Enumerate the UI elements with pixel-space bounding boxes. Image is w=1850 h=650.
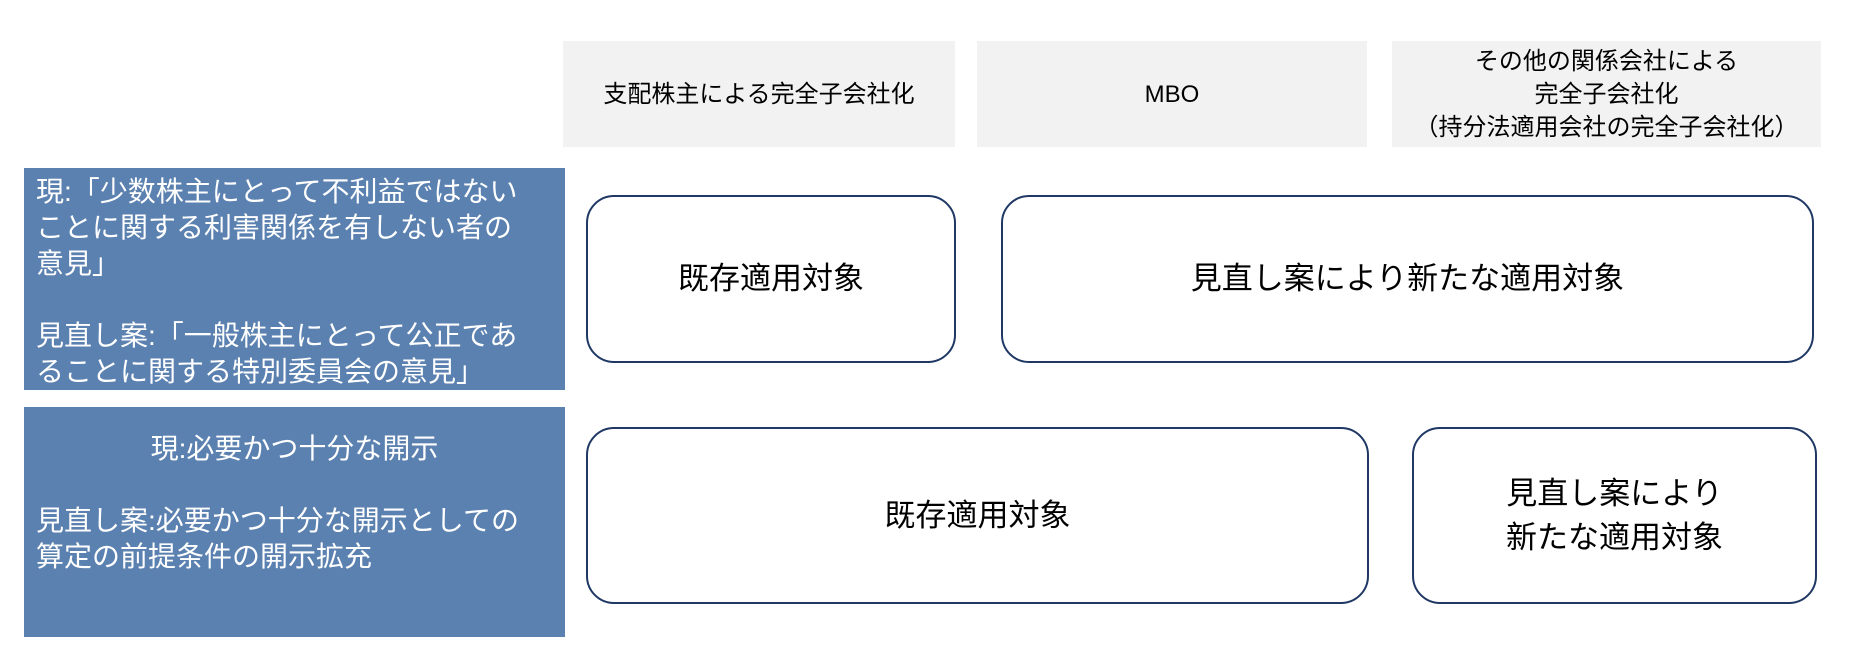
row-header-disclosure-requirement: 現:必要かつ十分な開示 見直し案:必要かつ十分な開示としての 算定の前提条件の開… [24,407,565,637]
current-rule-line: 現:「少数株主にとって不利益ではない [36,176,518,207]
proposal-rule-line: 見直し案:「一般株主にとって公正であ [36,320,518,351]
column-header-label: MBO [1144,80,1200,108]
column-header-mbo: MBO [977,41,1367,147]
cell-label: 既存適用対象 [884,497,1071,533]
current-rule-line: 現:必要かつ十分な開示 [150,433,439,464]
cell-label-line: 見直し案により [1506,475,1723,511]
proposal-rule-line: ることに関する特別委員会の意見」 [36,356,485,387]
current-rule-line: 意見」 [36,248,121,279]
cell-label-line: 新たな適用対象 [1506,519,1723,555]
cell-label: 既存適用対象 [678,261,864,296]
column-header-label-line: その他の関係会社による [1474,47,1739,75]
cell-row2-existing-scope: 既存適用対象 [586,427,1369,604]
column-header-label: 支配株主による完全子会社化 [603,80,915,108]
cell-row1-existing-scope: 既存適用対象 [586,195,956,363]
column-header-label-line: （持分法適用会社の完全子会社化） [1414,113,1799,141]
current-rule-line: ことに関する利害関係を有しない者の [36,212,513,243]
proposal-rule-line: 算定の前提条件の開示拡充 [36,541,373,572]
row-header-opinion-requirement: 現:「少数株主にとって不利益ではない ことに関する利害関係を有しない者の 意見」… [24,168,565,390]
cell-row2-new-scope: 見直し案により 新たな適用対象 [1412,427,1817,604]
proposal-rule-line: 見直し案:必要かつ十分な開示としての [36,505,519,536]
column-header-controlling-shareholder: 支配株主による完全子会社化 [563,41,955,147]
cell-row1-new-scope: 見直し案により新たな適用対象 [1001,195,1814,363]
column-header-label-line: 完全子会社化 [1534,80,1679,108]
column-header-other-affiliated: その他の関係会社による 完全子会社化 （持分法適用会社の完全子会社化） [1392,41,1821,147]
cell-label: 見直し案により新たな適用対象 [1190,261,1625,296]
